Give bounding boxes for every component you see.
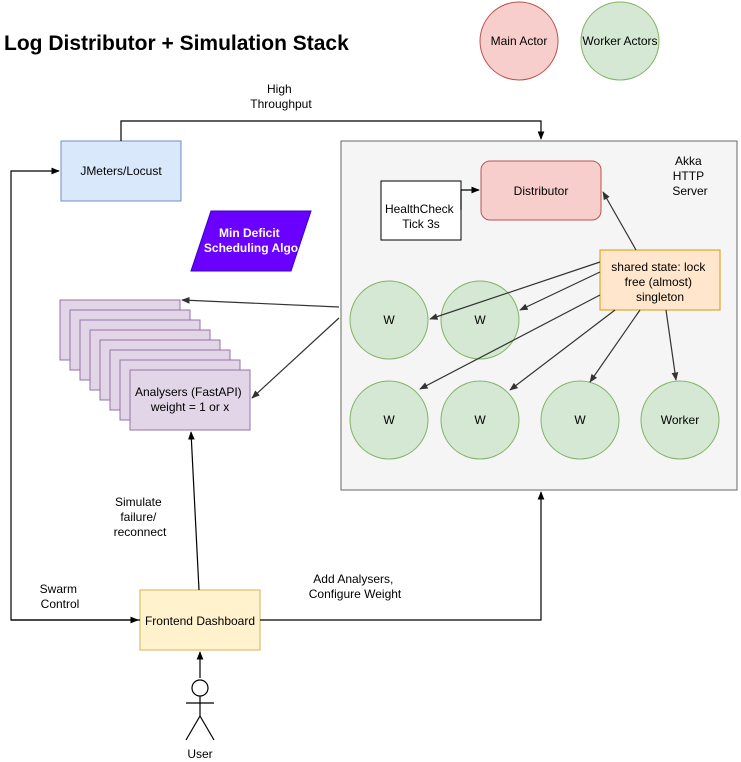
legend: Main Actor Worker Actors [479,1,660,81]
user-label: User [187,747,212,761]
shared-state-edges [419,191,679,391]
worker-label-6: Worker [661,413,699,427]
shared-to-worker-3-edge [419,294,601,390]
simulate-failure-label: Simulate failure/ reconnect [114,495,167,539]
legend-worker-actors-label: Worker Actors [582,34,657,48]
akka-http-server-label: Akka HTTP Server [672,154,707,198]
shared-to-worker-1-edge [429,261,601,320]
worker-label-1: W [383,313,395,327]
swarm-control-label: Swarm Control [40,582,81,611]
simulate-failure-edge [188,431,200,591]
frontend-dashboard-label: Frontend Dashboard [145,614,255,628]
legend-main-actor-circle [479,1,559,81]
shared-to-worker-2-edge [519,271,601,311]
legend-worker-actors-circle [580,1,660,81]
shared-to-worker-4-edge [509,309,616,391]
shared-to-worker-5-edge [589,309,641,383]
worker-circle-2 [440,280,520,360]
distributor-label: Distributor [514,184,569,198]
worker-circle-6 [640,380,720,460]
page-title: Log Distributor + Simulation Stack [4,32,349,55]
healthcheck-node [380,180,462,241]
jmeters-locust-node [60,140,182,202]
analyser-card-front [129,369,251,431]
shared-state-label: shared state: lock free (almost) singlet… [611,260,708,304]
worker-circle-1 [349,280,429,360]
server-to-analysers-top-edge [181,296,340,308]
high-throughput-label: High Throughput [250,82,312,111]
legend-main-actor-label: Main Actor [491,34,548,48]
shared-state-node [599,249,721,311]
shared-to-distributor-edge [602,191,637,251]
worker-circle-3 [349,380,429,460]
worker-circle-4 [440,380,520,460]
healthcheck-to-distributor-edge [460,186,480,210]
frontend-dashboard-node [139,589,261,651]
healthcheck-label: HealthCheck Tick 3s [385,202,457,231]
jmeters-locust-label: JMeters/Locust [80,164,162,178]
worker-label-5: W [574,413,586,427]
worker-actors-group: W W W W W Worker [349,280,720,460]
user-actor-icon [185,679,215,741]
worker-circle-5 [540,380,620,460]
distributor-node [480,160,602,221]
analysers-stack: Analysers (FastAPI) weight = 1 or x [59,299,251,431]
analysers-label: Analysers (FastAPI) weight = 1 or x [135,385,245,414]
add-analysers-edge [260,491,545,621]
server-to-analysers-front-edge [251,317,340,399]
min-deficit-scheduling-algo-node [190,210,312,272]
add-analysers-label: Add Analysers, Configure Weight [309,572,402,601]
min-deficit-scheduling-algo-label: Min Deficit Scheduling Algo [204,226,298,255]
worker-label-2: W [474,313,486,327]
high-throughput-edge [120,120,545,141]
worker-label-3: W [383,413,395,427]
shared-to-worker-6-edge [665,309,679,381]
worker-label-4: W [474,413,486,427]
